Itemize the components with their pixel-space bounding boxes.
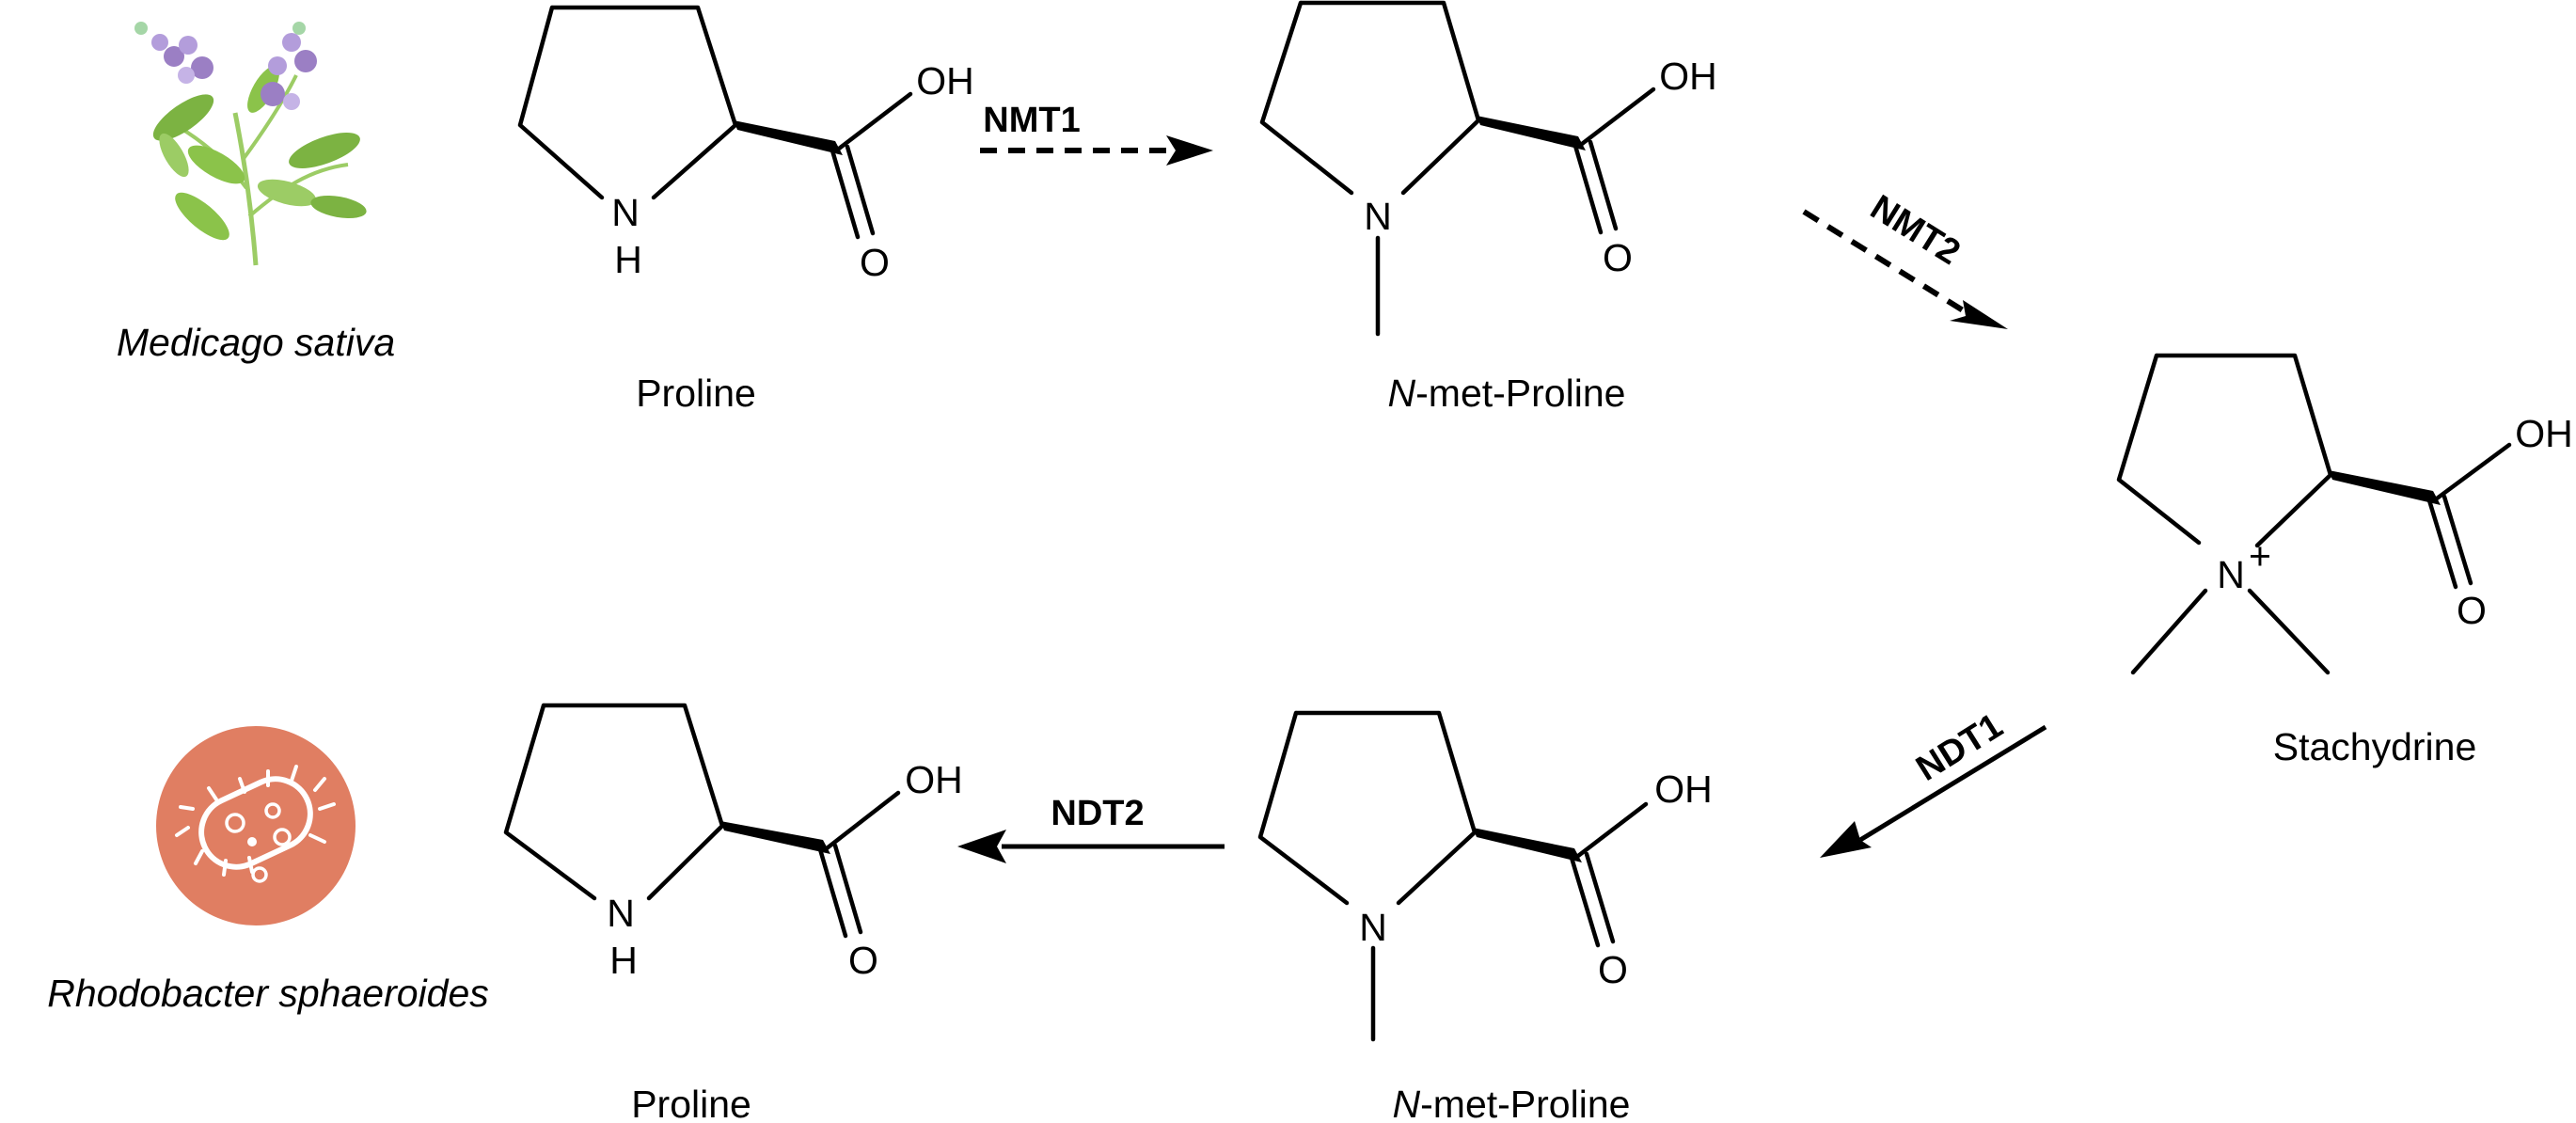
bacterium-icon [156, 726, 356, 925]
svg-text:O: O [1603, 236, 1633, 279]
svg-text:N: N [607, 892, 635, 935]
enzyme-label-ndt1: NDT1 [1909, 706, 2009, 789]
svg-text:+: + [2249, 534, 2271, 577]
svg-text:H: H [609, 939, 638, 982]
nmt2-dashed-arrow [1802, 209, 1969, 316]
compound-label-proline-top: Proline [636, 372, 756, 415]
svg-text:OH: OH [905, 758, 963, 801]
svg-text:O: O [2457, 589, 2487, 632]
proline-top-structure: N H OH O [517, 5, 974, 284]
ndt2-arrowhead [957, 830, 1006, 863]
nmt1-arrowhead [1166, 135, 1213, 166]
svg-text:O: O [860, 241, 890, 284]
svg-text:O: O [848, 939, 878, 982]
nmet-proline-bottom-structure: N OH O [1257, 710, 1713, 1042]
svg-text:OH: OH [916, 59, 974, 103]
ndt1-arrowhead [1820, 821, 1872, 858]
svg-text:N: N [611, 191, 640, 234]
svg-text:N: N [2217, 553, 2245, 596]
stachydrine-structure: N + OH O [2116, 353, 2573, 675]
svg-text:O: O [1598, 948, 1628, 991]
svg-text:OH: OH [1659, 55, 1717, 98]
medicago-plant-icon [134, 22, 367, 266]
enzyme-label-nmt1: NMT1 [983, 101, 1080, 140]
compound-label-stachydrine: Stachydrine [2273, 725, 2477, 768]
ndt1-arrow [1858, 724, 2047, 843]
organism-bacterium-label: Rhodobacter sphaeroides [47, 972, 489, 1015]
enzyme-label-ndt2: NDT2 [1051, 794, 1144, 833]
nmt2-arrowhead [1950, 300, 2008, 329]
proline-bottom-structure: N H OH O [503, 703, 963, 982]
compound-label-nmet-proline-top: N-met-Proline [1388, 372, 1626, 415]
svg-text:OH: OH [2515, 412, 2573, 455]
svg-text:N: N [1364, 195, 1392, 238]
svg-text:N: N [1359, 906, 1387, 949]
organism-plant-label: Medicago sativa [117, 321, 395, 364]
svg-text:H: H [614, 238, 642, 281]
svg-text:OH: OH [1654, 767, 1713, 811]
compound-label-nmet-proline-bottom: N-met-Proline [1393, 1083, 1631, 1123]
nmet-proline-top-structure: N OH O [1259, 0, 1717, 337]
compound-label-proline-bottom: Proline [631, 1083, 751, 1123]
